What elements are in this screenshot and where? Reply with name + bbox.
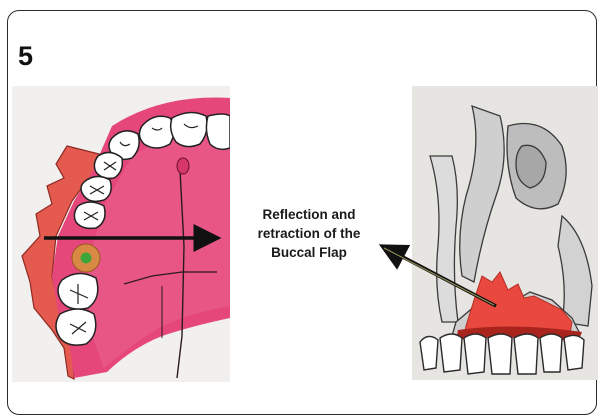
- caption-line-2: retraction of the: [238, 224, 380, 243]
- panel-number: 5: [18, 43, 33, 70]
- maxillary-arch-drawing: [12, 86, 230, 382]
- skull-maxilla-drawing: [412, 86, 598, 380]
- caption-line-3: Buccal Flap: [238, 243, 380, 262]
- caption-text: Reflection and retraction of the Buccal …: [238, 205, 380, 262]
- caption-line-1: Reflection and: [238, 205, 380, 224]
